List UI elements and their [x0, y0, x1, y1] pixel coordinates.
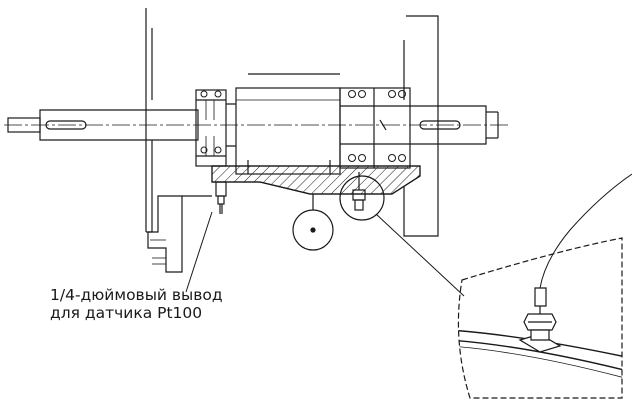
detail-marker-circle — [339, 175, 385, 221]
pt100-lead-annotation: 1/4-дюймовый вывод для датчика Pt100 — [50, 286, 223, 322]
sight-glass — [292, 194, 334, 251]
annotation-line-1: 1/4-дюймовый вывод — [50, 286, 223, 304]
left-frame — [145, 8, 212, 273]
sensor-fitting-left — [215, 181, 227, 214]
detail-view — [457, 173, 632, 399]
detail-leader-line — [375, 213, 465, 297]
left-bearing-housing — [195, 89, 227, 167]
right-bearing-housing — [339, 87, 411, 169]
right-frame — [403, 15, 439, 237]
central-housing — [235, 73, 341, 175]
sensor-fitting-right — [352, 172, 366, 211]
hatched-section — [211, 165, 421, 195]
annotation-leader-line — [185, 211, 213, 293]
annotation-line-2: для датчика Pt100 — [50, 304, 203, 322]
